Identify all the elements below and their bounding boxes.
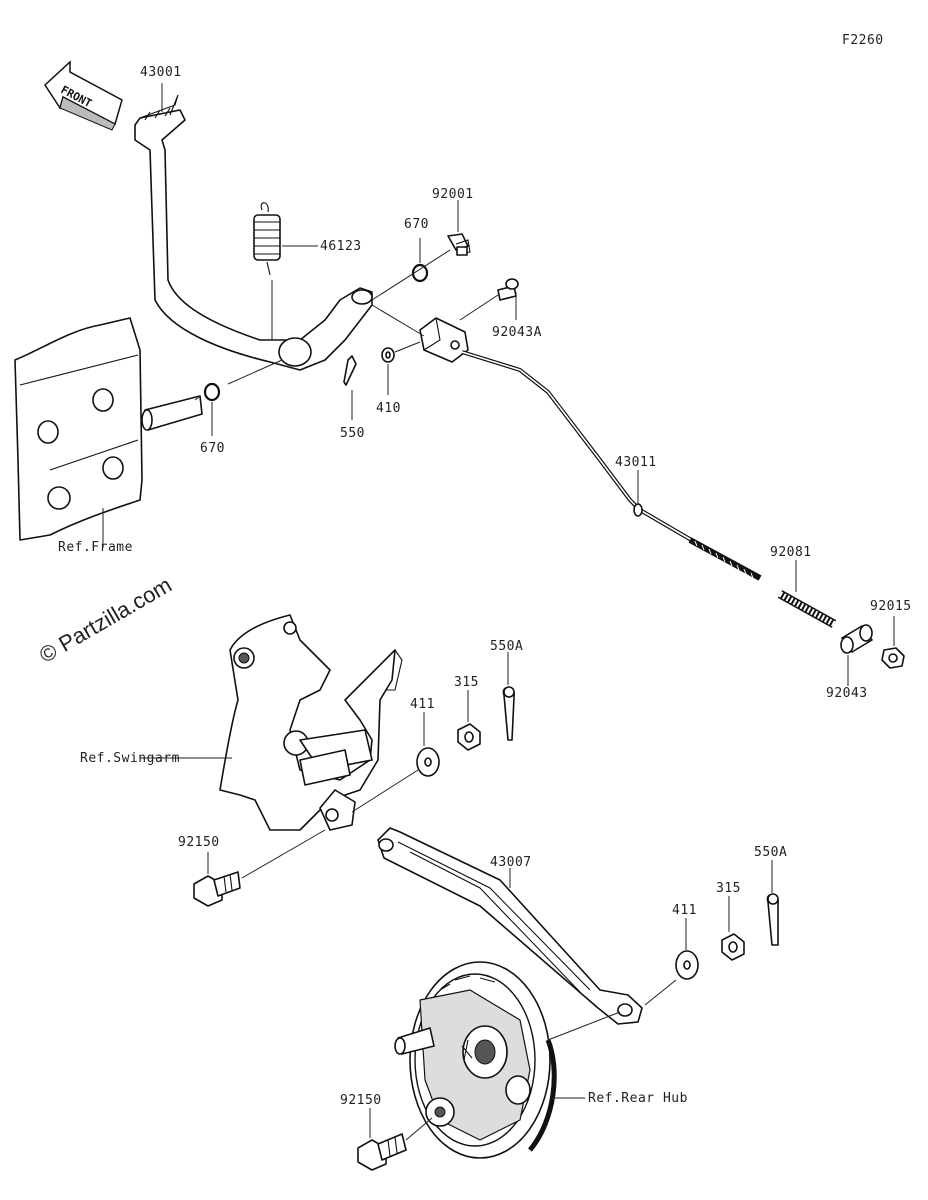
part-label-550: 550: [340, 426, 365, 441]
part-label-670-lower: 670: [200, 441, 225, 456]
cotter-pin-550A-upper: [502, 686, 515, 741]
part-label-550A-lower: 550A: [754, 845, 787, 860]
ref-swingarm-label: Ref.Swingarm: [80, 751, 180, 766]
part-label-670-upper: 670: [404, 217, 429, 232]
frame-plate: [14, 317, 203, 541]
watermark: © Partzilla.com: [35, 572, 176, 668]
rear-hub-panel: [394, 961, 557, 1159]
part-label-92150-upper: 92150: [178, 835, 220, 850]
part-label-43011: 43011: [615, 455, 657, 470]
joint-92043: [840, 624, 873, 654]
part-label-92043A: 92043A: [492, 325, 542, 340]
nut-315-upper: [457, 723, 481, 751]
ref-rear-hub-label: Ref.Rear Hub: [588, 1091, 688, 1106]
rod-spring: [777, 590, 837, 628]
brake-rod: [461, 350, 762, 581]
part-label-92150-lower: 92150: [340, 1093, 382, 1108]
brake-pedal: [134, 94, 373, 371]
ref-frame-label: Ref.Frame: [58, 540, 133, 555]
part-label-43007: 43007: [490, 855, 532, 870]
part-label-315-lower: 315: [716, 881, 741, 896]
return-spring: [253, 202, 281, 340]
pin-92043A: [497, 278, 519, 301]
washer-411-lower: [675, 950, 699, 980]
bolt-92001: [447, 233, 471, 256]
part-label-411-lower: 411: [672, 903, 697, 918]
cotter-pin-550: [343, 355, 357, 386]
part-label-315-upper: 315: [454, 675, 479, 690]
washer-411-upper: [416, 747, 440, 777]
nut-315-lower: [721, 933, 745, 961]
part-label-92043: 92043: [826, 686, 868, 701]
brake-link: [377, 827, 643, 1025]
part-label-411-upper: 411: [410, 697, 435, 712]
part-label-43001: 43001: [140, 65, 182, 80]
bolt-92150-lower: [357, 1133, 407, 1171]
bolt-92150-upper: [193, 871, 241, 907]
diagram-code: F2260: [842, 33, 884, 48]
o-ring-lower: [203, 382, 221, 402]
part-label-46123: 46123: [320, 239, 362, 254]
part-label-550A-upper: 550A: [490, 639, 523, 654]
part-label-92001: 92001: [432, 187, 474, 202]
clevis: [419, 317, 469, 363]
o-ring-upper: [411, 263, 429, 283]
part-label-410: 410: [376, 401, 401, 416]
swingarm: [219, 614, 403, 831]
part-label-92015: 92015: [870, 599, 912, 614]
part-label-92081: 92081: [770, 545, 812, 560]
watermark-text: © Partzilla.com: [35, 572, 176, 668]
cotter-pin-550A-lower: [766, 893, 779, 946]
front-arrow-icon: FRONT: [44, 60, 123, 131]
nut-92015: [881, 647, 905, 669]
